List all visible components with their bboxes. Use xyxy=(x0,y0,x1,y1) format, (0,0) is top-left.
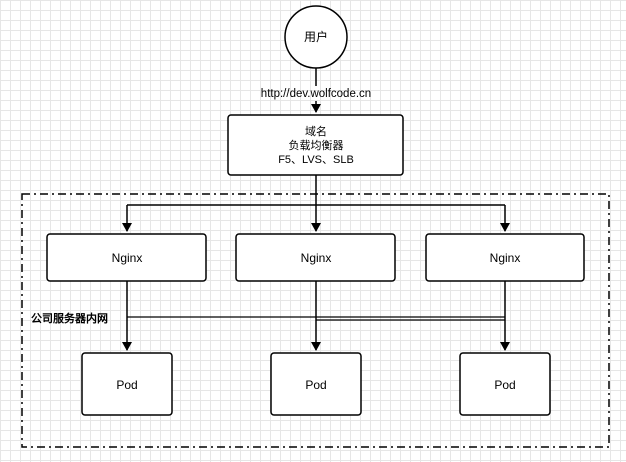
internal-network-label: 公司服务器内网 xyxy=(31,311,108,325)
user-label: 用户 xyxy=(304,29,328,44)
pod-node-1[interactable] xyxy=(81,352,173,416)
pod-label-1: Pod xyxy=(116,378,137,392)
pod-label-3: Pod xyxy=(494,378,515,392)
pod-node-2[interactable] xyxy=(270,352,362,416)
pod-node-3[interactable] xyxy=(459,352,551,416)
balancer-line-domain: 域名 xyxy=(305,124,327,138)
balancer-line-products: F5、LVS、SLB xyxy=(278,154,354,166)
nginx-label-1: Nginx xyxy=(112,251,143,265)
nginx-label-2: Nginx xyxy=(301,251,332,265)
nginx-label-3: Nginx xyxy=(490,251,521,265)
domain-url-label: http://dev.wolfcode.cn xyxy=(261,88,371,100)
pod-label-2: Pod xyxy=(305,378,326,392)
balancer-line-type: 负载均衡器 xyxy=(289,138,344,152)
